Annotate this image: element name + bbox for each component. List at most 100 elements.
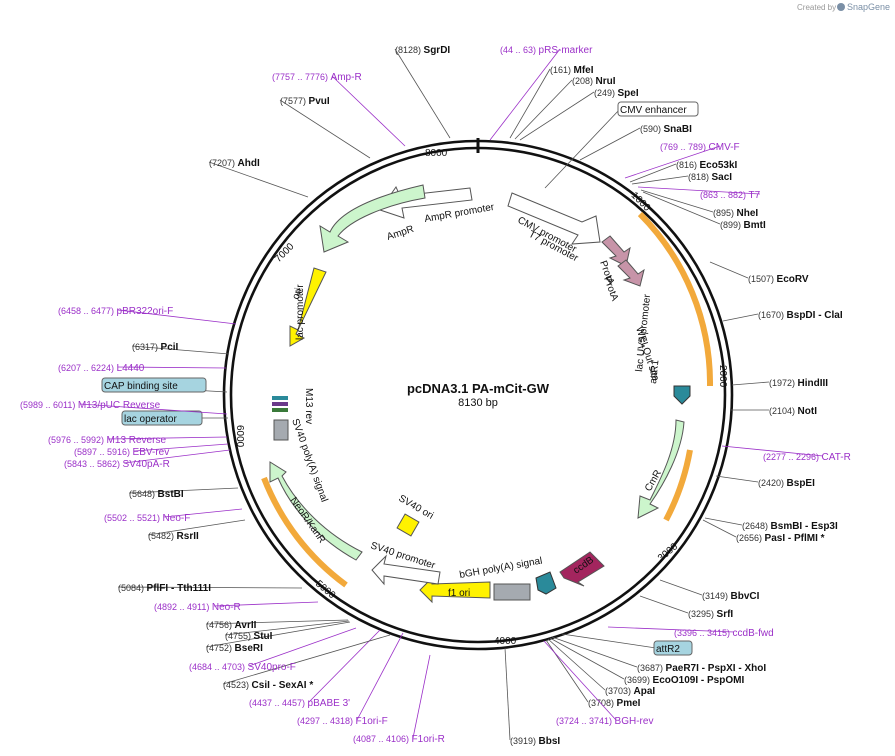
outside-label-pcii: (6317) PciI: [132, 342, 179, 353]
outside-label-noti: (2104) NotI: [769, 406, 817, 417]
feature-box-cmv_enh: [617, 101, 699, 117]
leader-line-t7: [637, 186, 761, 195]
outside-label-cap: CAP binding site: [104, 381, 178, 392]
outside-label-bspei: (2420) BspEI: [758, 478, 815, 489]
leader-line-apai: [547, 638, 606, 691]
label-attr1: attR1: [648, 359, 661, 384]
outside-label-avrii: (4756) AvrII: [206, 620, 257, 631]
outside-label-m13puc: (5989 .. 6011) M13/pUC Reverse: [20, 400, 161, 411]
orange-arc-cmr: [663, 449, 693, 522]
leader-line-rsrii: [147, 519, 246, 536]
leader-line-bseri: [205, 621, 351, 648]
leader-line-saci: [631, 175, 689, 185]
outside-label-ecorv: (1507) EcoRV: [748, 274, 809, 285]
leader-line-hindiii: [731, 381, 770, 386]
leader-line-ampr_primer: [331, 75, 406, 147]
cmv-promoter-arrow: [507, 192, 601, 245]
leader-line-pmei: [545, 639, 589, 703]
outside-label-stui: (4755) StuI: [225, 631, 273, 642]
tick-2000: 2000: [717, 365, 728, 388]
brand-text: SnapGene: [847, 2, 890, 12]
label-ampr-promoter: AmpR promoter: [424, 202, 496, 225]
label-f1-ori: f1 ori: [448, 588, 470, 599]
outside-label-csii: (4523) CsiI - SexAI *: [223, 680, 313, 691]
leader-line-nrui: [514, 79, 573, 140]
outside-label-eco0109i: (3699) EcoO109I - PspOMI: [624, 675, 744, 686]
outside-label-nhei: (895) NheI: [713, 208, 758, 219]
leader-line-neof: [163, 508, 243, 518]
leader-line-attr2: [561, 633, 657, 649]
label-m13-rev: M13 rev: [303, 388, 314, 424]
leader-line-sv40par: [123, 449, 231, 464]
leader-line-ccdbf: [607, 626, 735, 633]
attr1-marker: [673, 385, 691, 405]
outside-label-pmei: (3708) PmeI: [588, 698, 641, 709]
leader-line-bspdi: [722, 313, 759, 322]
outside-label-bghrev: (3724 .. 3741) BGH-rev: [556, 716, 653, 727]
outside-label-bstbi: (5648) BstBI: [129, 489, 184, 500]
orange-arc-neo: [261, 476, 348, 588]
outside-label-pbabe3: (4437 .. 4457) pBABE 3': [249, 698, 350, 709]
m13-box: [272, 408, 288, 412]
leader-line-bstbi: [128, 487, 239, 494]
sv40-promoter-arrow: [371, 554, 441, 586]
leader-line-sv40prof: [248, 627, 357, 667]
outside-label-sgrdi: (8128) SgrDI: [395, 45, 450, 56]
leader-line-ecorv: [709, 261, 749, 279]
leader-line-pbabe3: [308, 629, 381, 703]
label-prota-2: ProtA: [601, 275, 620, 303]
outside-label-f1orif: (4297 .. 4318) F1ori-F: [297, 716, 388, 727]
outside-label-ebvrev: (5897 .. 5916) EBV-rev: [74, 447, 169, 458]
leader-line-pbr322: [117, 309, 237, 325]
label-lac-promoter: lac promoter: [295, 284, 306, 340]
outside-label-snabi: (590) SnaBI: [640, 124, 692, 135]
outside-label-bmti: (899) BmtI: [720, 220, 766, 231]
outside-label-neof: (5502 .. 5521) Neo-F: [104, 513, 190, 524]
leader-line-srfi: [639, 595, 689, 614]
outside-label-f1orir: (4087 .. 4106) F1ori-R: [353, 734, 445, 745]
attr2-marker: [535, 571, 557, 595]
leader-line-f1orif: [356, 632, 404, 721]
outside-label-paer7i: (3687) PaeR7I - PspXI - XhoI: [637, 663, 766, 674]
prota-arrow-2: [617, 259, 645, 287]
prota-arrow-1: [601, 235, 631, 267]
outside-label-bbvci: (3149) BbvCI: [702, 591, 760, 602]
tick-8000: 8000: [425, 148, 448, 159]
outside-label-saci: (818) SacI: [688, 172, 732, 183]
outside-label-bbsi: (3919) BbsI: [510, 736, 560, 747]
ori-arrow: [289, 267, 327, 347]
outside-label-l4440: (6207 .. 6224) L4440: [58, 363, 145, 374]
tick-6000: 6000: [234, 425, 245, 448]
outside-label-bseri: (4752) BseRI: [206, 643, 263, 654]
outside-label-ccdbf: (3396 .. 3415) ccdB-fwd: [674, 628, 774, 639]
ampr-arrow: [319, 184, 426, 253]
outside-label-t7: (863 .. 882) T7: [700, 190, 761, 201]
orange-arc-cmv: [637, 211, 714, 387]
outside-label-pvui: (7577) PvuI: [280, 96, 330, 107]
outside-label-spei: (249) SpeI: [594, 88, 639, 99]
leader-line-pcii: [131, 345, 230, 355]
outside-label-eco53ki: (816) Eco53kI: [676, 160, 738, 171]
leader-line-paer7i: [551, 636, 638, 668]
outside-label-sv40prof: (4684 .. 4703) SV40pro-F: [189, 662, 296, 673]
outside-label-neor_primer: (4892 .. 4911) Neo-R: [154, 602, 241, 613]
label-sv40-ori: SV40 ori: [397, 493, 436, 522]
label-ori: ori: [290, 287, 304, 301]
outside-label-mfei: (161) MfeI: [550, 65, 594, 76]
outside-label-m13rev: (5976 .. 5992) M13 Reverse: [48, 435, 166, 446]
outside-label-catr: (2277 .. 2296) CAT-R: [763, 452, 851, 463]
leader-line-m13puc: [79, 403, 228, 415]
leader-line-pasi: [702, 519, 737, 538]
outside-label-srfi: (3295) SrfI: [688, 609, 733, 620]
leader-line-cmv_enh: [544, 108, 621, 189]
outside-label-pbr322: (6458 .. 6477) pBR322ori-F: [58, 306, 173, 317]
outside-label-apai: (3703) ApaI: [605, 686, 655, 697]
leader-line-bbvci: [659, 579, 703, 596]
cmr-arrow: [637, 419, 685, 519]
outside-label-lacop: lac operator: [124, 414, 177, 425]
cap-site-box: [272, 402, 288, 406]
ccdb-arrow: [559, 551, 605, 587]
leader-line-bmti: [642, 191, 721, 225]
outside-label-bspdi: (1670) BspDI - ClaI: [758, 310, 843, 321]
leader-line-ebvrev: [133, 443, 229, 452]
